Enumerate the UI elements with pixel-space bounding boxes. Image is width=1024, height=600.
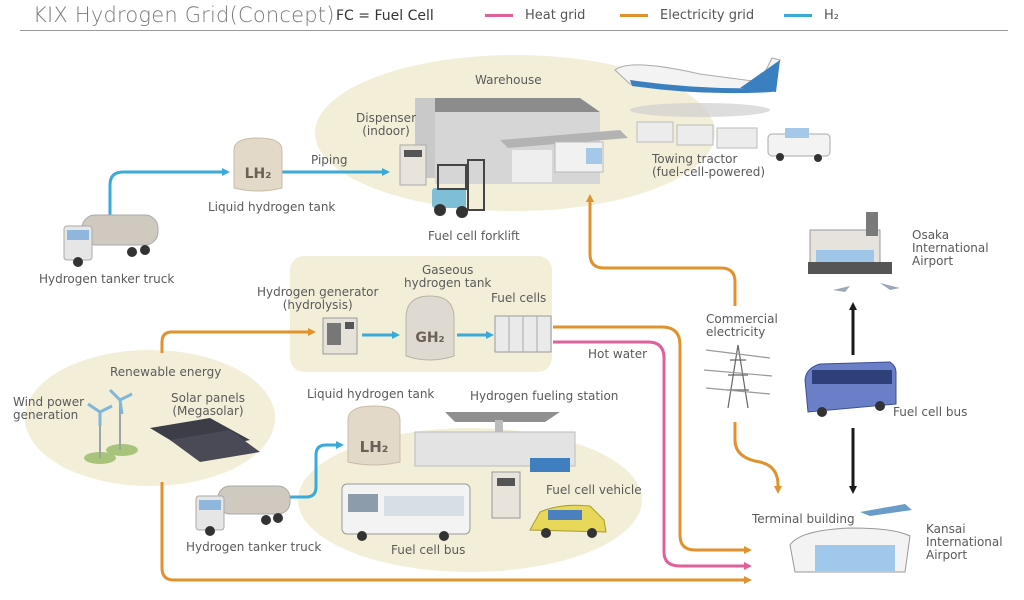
fuel-cells-icon [494,315,552,353]
hydrogen-tanker-truck-icon-top [63,214,159,267]
fc-abbreviation-note: FC = Fuel Cell [336,8,434,24]
kansai-airport-icon [789,504,912,573]
liquid-hydrogen-tank-icon-top: LH₂ [233,137,283,192]
svg-text:LH₂: LH₂ [360,438,389,456]
hydrogen-fueling-station-icon [414,412,576,472]
label-piping: Piping [311,153,348,167]
hydrogen-tanker-truck-icon-bottom [195,485,291,536]
label-renewable-energy: Renewable energy [110,365,222,379]
legend-label: Heat grid [525,8,586,23]
fuel-cell-forklift-icon [432,159,485,218]
power-pylon-icon [703,344,773,409]
legend-heat-grid: Heat grid [485,8,585,23]
label-fuel-cell-forklift: Fuel cell forklift [428,229,520,243]
legend-label: Electricity grid [660,8,755,23]
label-dispenser: Dispenser (indoor) [356,111,416,138]
label-tanker-truck-bottom: Hydrogen tanker truck [186,540,322,554]
label-fuel-cell-bus-station: Fuel cell bus [391,543,466,557]
towing-tractor-icon [636,121,831,162]
label-gaseous-hydrogen-tank: Gaseous hydrogen tank [404,263,492,290]
fuel-cell-bus-icon-shuttle [804,361,897,417]
label-terminal-building: Terminal building [752,512,855,526]
heat-grid-swatch [485,14,513,17]
electricity-line-renewable-to-terminal [160,482,752,584]
label-fuel-cell-bus-shuttle: Fuel cell bus [893,405,968,419]
label-fuel-cell-vehicle: Fuel cell vehicle [546,483,642,497]
label-wind-power: Wind power generation [13,395,85,422]
diagram-title: KIX Hydrogen Grid(Concept) [33,3,335,27]
label-tanker-truck-top: Hydrogen tanker truck [39,272,175,286]
legend-label: H₂ [824,8,839,23]
legend-h2: H₂ [784,8,839,23]
h2-swatch [784,14,812,17]
electricity-line-commercial-to-warehouse [586,194,737,306]
electricity-line-fuelcells-to-terminal [553,325,752,554]
electricity-line-renewable-to-generator [160,328,316,353]
label-solar-panels: Solar panels (Megasolar) [171,391,245,418]
wind-turbine-icon [84,388,138,464]
lh2-tank-label: LH₂ [245,166,272,182]
warehouse-icon [415,98,628,184]
fuel-cell-bus-icon-station [341,483,471,541]
electricity-line-commercial-to-terminal [733,422,782,494]
label-commercial-electricity: Commercial electricity [706,312,778,339]
fuel-dispenser-icon [491,471,521,519]
gaseous-hydrogen-tank-icon: GH₂ [405,295,455,361]
heat-line-hot-water [553,340,752,570]
label-kansai-airport: Kansai International Airport [926,522,1003,562]
label-lh2-tank-bottom: Liquid hydrogen tank [307,387,435,401]
osaka-airport-icon [808,212,900,292]
label-hot-water: Hot water [588,347,648,361]
label-lh2-tank-top: Liquid hydrogen tank [208,200,336,214]
label-osaka-airport: Osaka International Airport [912,228,989,268]
electricity-grid-swatch [620,14,648,17]
dispenser-icon [399,144,427,186]
h2-line-tanker-to-lh2-bottom [288,441,344,499]
solar-panels-icon [150,418,260,462]
label-hydrogen-fueling-station: Hydrogen fueling station [470,389,619,403]
svg-text:GH₂: GH₂ [415,330,444,346]
label-fuel-cells: Fuel cells [491,291,547,305]
legend-electricity-grid: Electricity grid [620,8,754,23]
hydrogen-generator-icon [322,317,358,355]
header-divider [20,30,1008,31]
liquid-hydrogen-tank-icon-bottom: LH₂ [347,405,401,466]
airplane-icon-top [614,57,781,117]
fuel-cell-vehicle-icon [529,504,607,538]
h2-line-tanker-to-lh2 [108,168,230,215]
label-towing-tractor: Towing tractor (fuel-cell-powered) [652,152,766,179]
label-hydrogen-generator: Hydrogen generator (hydrolysis) [257,285,379,312]
label-warehouse: Warehouse [475,73,542,87]
